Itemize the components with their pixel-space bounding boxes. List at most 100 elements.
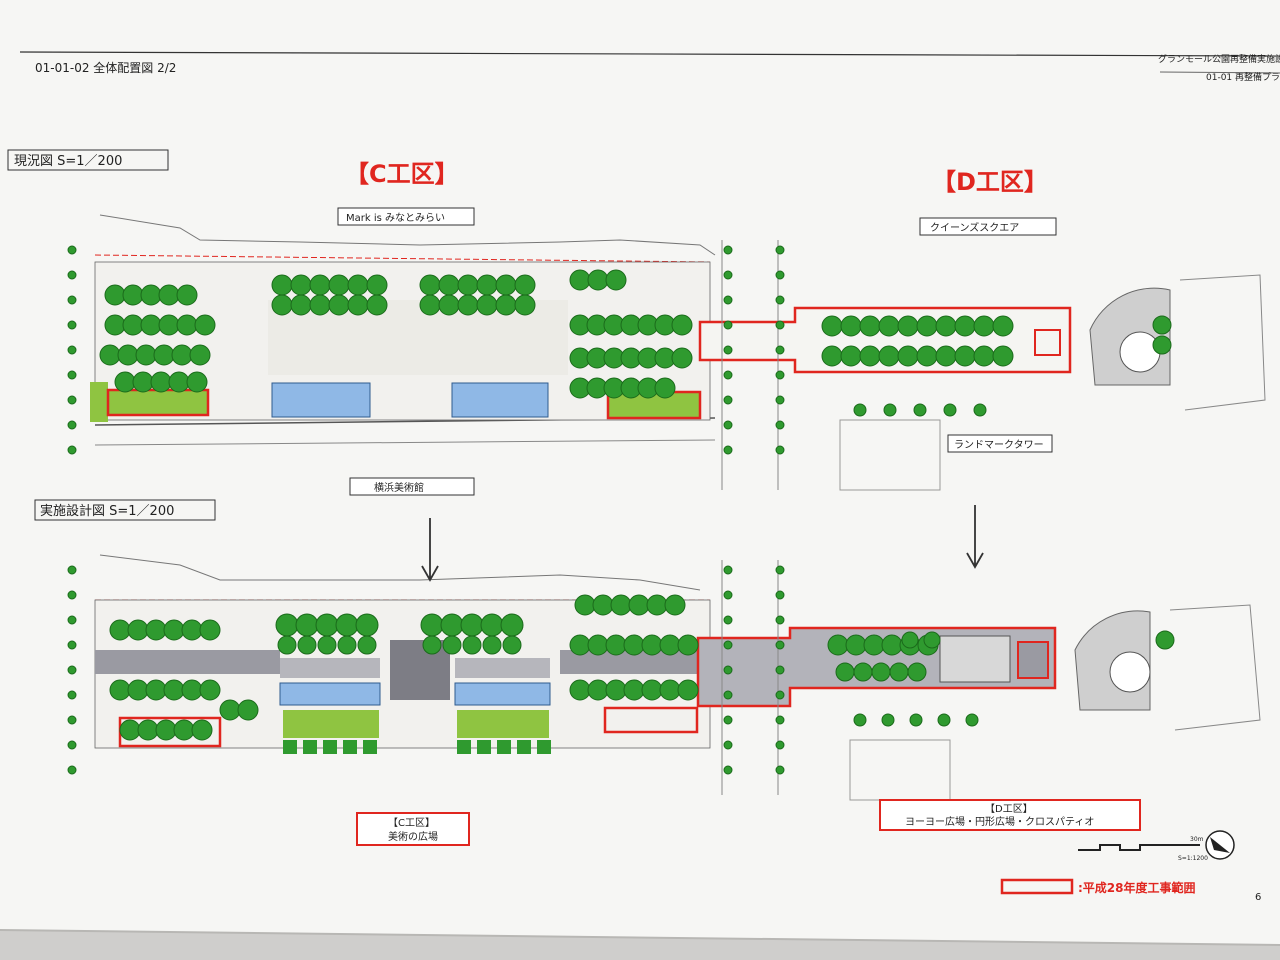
design-plan	[94, 505, 1261, 801]
tree-icon	[883, 403, 897, 417]
c-lawn-left	[283, 710, 379, 738]
tree-icon	[140, 284, 162, 306]
tree-icon	[99, 344, 121, 366]
tree-icon	[641, 634, 663, 656]
c-zone-caption-box	[356, 812, 470, 846]
tree-icon	[122, 284, 144, 306]
d-zone-caption-sub: ヨーヨー広場・円形広場・クロスパティオ	[905, 815, 1094, 828]
tree-icon	[366, 274, 388, 296]
tree-icon	[723, 245, 733, 255]
tree-icon	[355, 613, 379, 637]
tree-icon	[775, 320, 785, 330]
tree-icon	[290, 294, 312, 316]
project-title: グランモール公園再整備実施設	[1158, 53, 1280, 65]
tree-icon	[67, 690, 77, 700]
tree-icon	[67, 420, 77, 430]
tree-icon	[723, 690, 733, 700]
tree-icon	[199, 679, 221, 701]
tree-icon	[186, 371, 208, 393]
tree-icon	[954, 315, 976, 337]
tree-icon	[135, 344, 157, 366]
tree-icon	[881, 634, 903, 656]
tree-icon	[199, 619, 221, 641]
tree-icon	[309, 294, 331, 316]
tree-icon	[275, 613, 299, 637]
tree-icon	[67, 270, 77, 280]
legend-swatch	[1000, 878, 1074, 895]
tree-icon	[965, 713, 979, 727]
tree-icon	[67, 665, 77, 675]
queens-label-box	[919, 217, 1057, 236]
tree-icon	[973, 345, 995, 367]
tree-icon	[954, 345, 976, 367]
tree-icon	[677, 679, 699, 701]
tree-icon	[119, 719, 141, 741]
c-pool-right-design	[454, 682, 551, 706]
page-number: 6	[1255, 892, 1261, 903]
mark-is-label: Mark is みなとみらい	[346, 212, 445, 224]
tree-icon	[150, 371, 172, 393]
tree-icon	[775, 270, 785, 280]
tree-icon	[723, 370, 733, 380]
tree-icon	[104, 314, 126, 336]
tree-icon	[723, 665, 733, 675]
tree-icon	[1155, 630, 1175, 650]
tree-icon	[114, 371, 136, 393]
tree-icon	[723, 420, 733, 430]
tree-icon	[775, 590, 785, 600]
tree-icon	[460, 613, 484, 637]
tree-icon	[181, 619, 203, 641]
tree-icon	[935, 345, 957, 367]
design-label-box	[34, 499, 216, 521]
tree-icon	[913, 403, 927, 417]
tree-icon	[605, 269, 627, 291]
tree-icon	[337, 635, 357, 655]
tree-icon	[140, 314, 162, 336]
tree-icon	[237, 699, 259, 721]
tree-icon	[295, 613, 319, 637]
tree-icon	[67, 590, 77, 600]
tree-icon	[514, 294, 536, 316]
tree-icon	[973, 403, 987, 417]
tree-icon	[309, 274, 331, 296]
tree-icon	[290, 274, 312, 296]
tree-icon	[775, 345, 785, 355]
zone-d-heading: 【D工区】	[932, 168, 1048, 196]
tree-icon	[67, 765, 77, 775]
d-arrow-icon	[966, 505, 984, 569]
mark-is-label-box	[337, 207, 475, 226]
tree-icon	[775, 395, 785, 405]
c-pool-left-design	[279, 682, 381, 706]
d-zone-caption-title: 【D工区】	[985, 803, 1033, 815]
tree-icon	[935, 315, 957, 337]
tree-icon	[677, 634, 699, 656]
tree-icon	[723, 320, 733, 330]
tree-icon	[158, 314, 180, 336]
tree-icon	[587, 679, 609, 701]
tree-group	[67, 245, 1175, 775]
tree-icon	[574, 594, 596, 616]
d-cross-patio	[939, 635, 1011, 683]
current-plan-label: 現況図 S=1／200	[14, 154, 122, 169]
tree-icon	[366, 294, 388, 316]
landmark-tower-label: ランドマークタワー	[954, 439, 1044, 451]
c-arrow-icon	[421, 518, 439, 582]
tree-icon	[723, 590, 733, 600]
tree-icon	[992, 345, 1014, 367]
c-zone-caption-title: 【C工区】	[388, 817, 435, 829]
d-zone-caption-box	[879, 799, 1141, 831]
c-pool-left	[271, 382, 371, 418]
c-work-area-right-design	[603, 706, 699, 734]
tree-icon	[916, 315, 938, 337]
tree-icon	[495, 274, 517, 296]
tree-icon	[328, 294, 350, 316]
landmark-label-box	[947, 434, 1053, 453]
c-pool-right	[451, 382, 549, 418]
tree-icon	[109, 679, 131, 701]
tree-icon	[775, 420, 785, 430]
tree-icon	[775, 370, 785, 380]
tree-icon	[67, 245, 77, 255]
tree-icon	[457, 274, 479, 296]
tree-icon	[587, 269, 609, 291]
tree-icon	[457, 294, 479, 316]
